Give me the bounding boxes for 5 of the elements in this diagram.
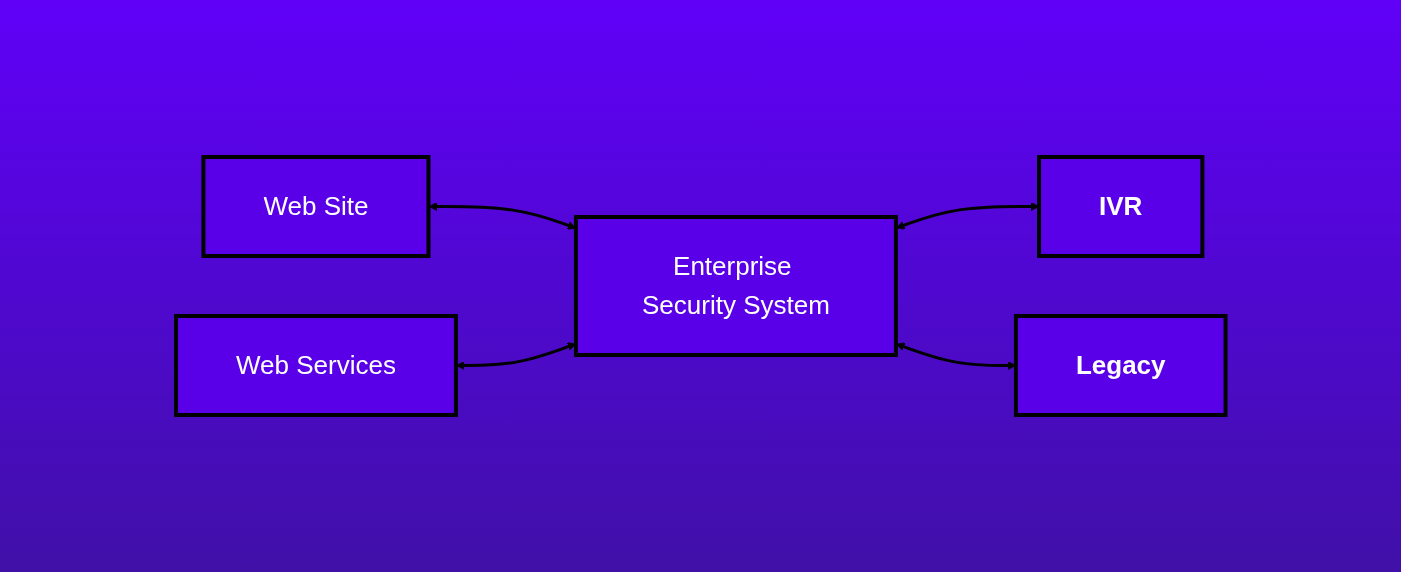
node-box: IVR [1036,155,1205,258]
node-box: Legacy [1013,314,1228,417]
node-box: Web Services [173,314,458,417]
node-box: Enterprise Security System [573,215,898,357]
node-box: Web Site [201,155,431,258]
